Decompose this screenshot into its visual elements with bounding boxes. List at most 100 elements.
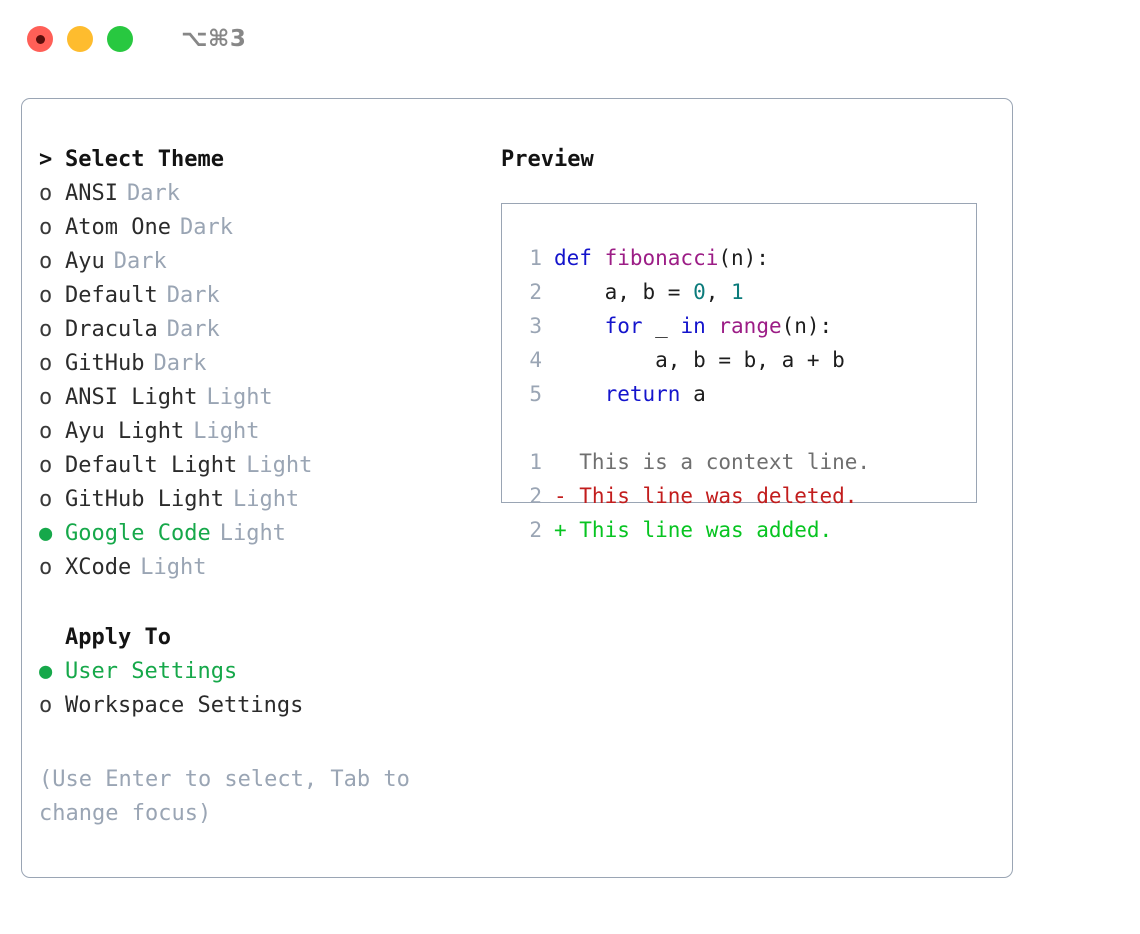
- theme-item-variant-tag: Light: [206, 385, 273, 410]
- theme-list-item[interactable]: o GitHub Dark: [39, 351, 479, 385]
- theme-list-item[interactable]: o Atom One Dark: [39, 215, 479, 249]
- code-token-kw: in: [680, 314, 719, 338]
- theme-item-label: Google Code: [65, 521, 211, 546]
- radio-unselected-icon[interactable]: o: [39, 693, 53, 718]
- code-token-plain: ,: [705, 280, 732, 304]
- diff-line-text-ctx: This is a context line.: [554, 450, 871, 474]
- select-theme-heading: > Select Theme: [39, 147, 479, 181]
- apply-to-option[interactable]: o Workspace Settings: [39, 693, 479, 727]
- theme-list-item[interactable]: o Default Light Light: [39, 453, 479, 487]
- theme-item-label: XCode: [65, 555, 132, 580]
- code-line: 1 def fibonacci(n):: [502, 246, 976, 280]
- radio-unselected-icon[interactable]: o: [39, 249, 53, 274]
- theme-item-variant-tag: Dark: [153, 351, 207, 376]
- radio-unselected-icon[interactable]: o: [39, 317, 53, 342]
- theme-item-label: Default: [65, 283, 158, 308]
- code-token-kw: return: [554, 382, 694, 406]
- radio-selected-icon[interactable]: ●: [39, 521, 53, 546]
- theme-item-variant-tag: Dark: [166, 283, 220, 308]
- theme-item-variant-tag: Dark: [113, 249, 167, 274]
- diff-line-number: 2: [529, 518, 542, 542]
- theme-item-variant-tag: Dark: [179, 215, 233, 240]
- code-token-kw: for: [554, 314, 656, 338]
- title-bar: ⌥⌘3: [0, 0, 1140, 78]
- theme-item-label: ANSI Light: [65, 385, 198, 410]
- code-token-num: 0: [693, 280, 706, 304]
- theme-item-variant-tag: Light: [246, 453, 313, 478]
- code-line-number: 1: [529, 246, 542, 270]
- theme-item-label: Default Light: [65, 453, 238, 478]
- prompt-caret-icon: >: [39, 147, 53, 172]
- minimize-window-button[interactable]: [67, 26, 93, 52]
- code-token-fn: range: [718, 314, 782, 338]
- radio-unselected-icon[interactable]: o: [39, 555, 53, 580]
- code-line-number: 5: [529, 382, 542, 406]
- apply-to-option[interactable]: ●User Settings: [39, 659, 479, 693]
- code-token-kw: def: [554, 246, 605, 270]
- radio-unselected-icon[interactable]: o: [39, 453, 53, 478]
- radio-unselected-icon[interactable]: o: [39, 419, 53, 444]
- diff-line-number: 2: [529, 484, 542, 508]
- apply-to-heading-spacer: o: [39, 625, 65, 650]
- preview-heading: Preview: [501, 147, 594, 172]
- diff-line: 2+ This line was added.: [502, 518, 976, 552]
- code-line-number: 3: [529, 314, 542, 338]
- preview-column: Preview 1 def fibonacci(n): 2 a, b = 0, 1 3…: [501, 147, 991, 542]
- theme-item-label: Ayu Light: [65, 419, 185, 444]
- theme-item-variant-tag: Light: [193, 419, 260, 444]
- code-line-number: 4: [529, 348, 542, 372]
- keyboard-hint-text: (Use Enter to select, Tab to change focu…: [39, 767, 424, 826]
- radio-unselected-icon[interactable]: o: [39, 487, 53, 512]
- radio-unselected-icon[interactable]: o: [39, 215, 53, 240]
- close-window-button[interactable]: [27, 26, 53, 52]
- code-line: 5 return a: [502, 382, 976, 416]
- radio-unselected-icon[interactable]: o: [39, 181, 53, 206]
- theme-list-item[interactable]: o ANSI Dark: [39, 181, 479, 215]
- theme-list-item[interactable]: o Ayu Light Light: [39, 419, 479, 453]
- theme-list-item[interactable]: ● Google Code Light: [39, 521, 479, 555]
- radio-selected-icon[interactable]: ●: [39, 659, 53, 684]
- code-token-fn: fibonacci: [604, 246, 719, 270]
- theme-item-label: GitHub Light: [65, 487, 224, 512]
- theme-item-variant-tag: Dark: [166, 317, 220, 342]
- theme-list-item[interactable]: o Ayu Dark: [39, 249, 479, 283]
- apply-to-heading: o Apply To: [39, 625, 479, 659]
- diff-line-text-del: - This line was deleted.: [554, 484, 858, 508]
- code-line-text: def fibonacci(n):: [554, 246, 769, 270]
- code-token-plain: (n):: [718, 246, 769, 270]
- code-diff-separator: [502, 416, 976, 450]
- radio-unselected-icon[interactable]: o: [39, 351, 53, 376]
- code-line-text: a, b = 0, 1: [554, 280, 744, 304]
- theme-item-label: Atom One: [65, 215, 171, 240]
- code-line-text: a, b = b, a + b: [554, 348, 845, 372]
- theme-list-item[interactable]: o Default Dark: [39, 283, 479, 317]
- diff-line: 2 - This line was deleted.: [502, 484, 976, 518]
- radio-unselected-icon[interactable]: o: [39, 283, 53, 308]
- theme-item-label: GitHub: [65, 351, 145, 376]
- close-icon: [35, 34, 45, 44]
- code-token-num: 1: [731, 280, 744, 304]
- theme-list-item[interactable]: o GitHub Light Light: [39, 487, 479, 521]
- diff-sample: 1 This is a context line.2- This line wa…: [502, 450, 976, 552]
- diff-line: 1 This is a context line.: [502, 450, 976, 484]
- code-line-text: return a: [554, 382, 706, 406]
- maximize-window-button[interactable]: [107, 26, 133, 52]
- theme-item-variant-tag: Light: [219, 521, 286, 546]
- radio-unselected-icon[interactable]: o: [39, 385, 53, 410]
- theme-item-label: ANSI: [65, 181, 118, 206]
- traffic-light-group: [27, 26, 133, 52]
- apply-to-option-label: Workspace Settings: [65, 693, 304, 718]
- theme-item-variant-tag: Dark: [126, 181, 180, 206]
- theme-list-item[interactable]: o ANSI Light Light: [39, 385, 479, 419]
- theme-item-label: Ayu: [65, 249, 105, 274]
- theme-item-variant-tag: Light: [232, 487, 300, 512]
